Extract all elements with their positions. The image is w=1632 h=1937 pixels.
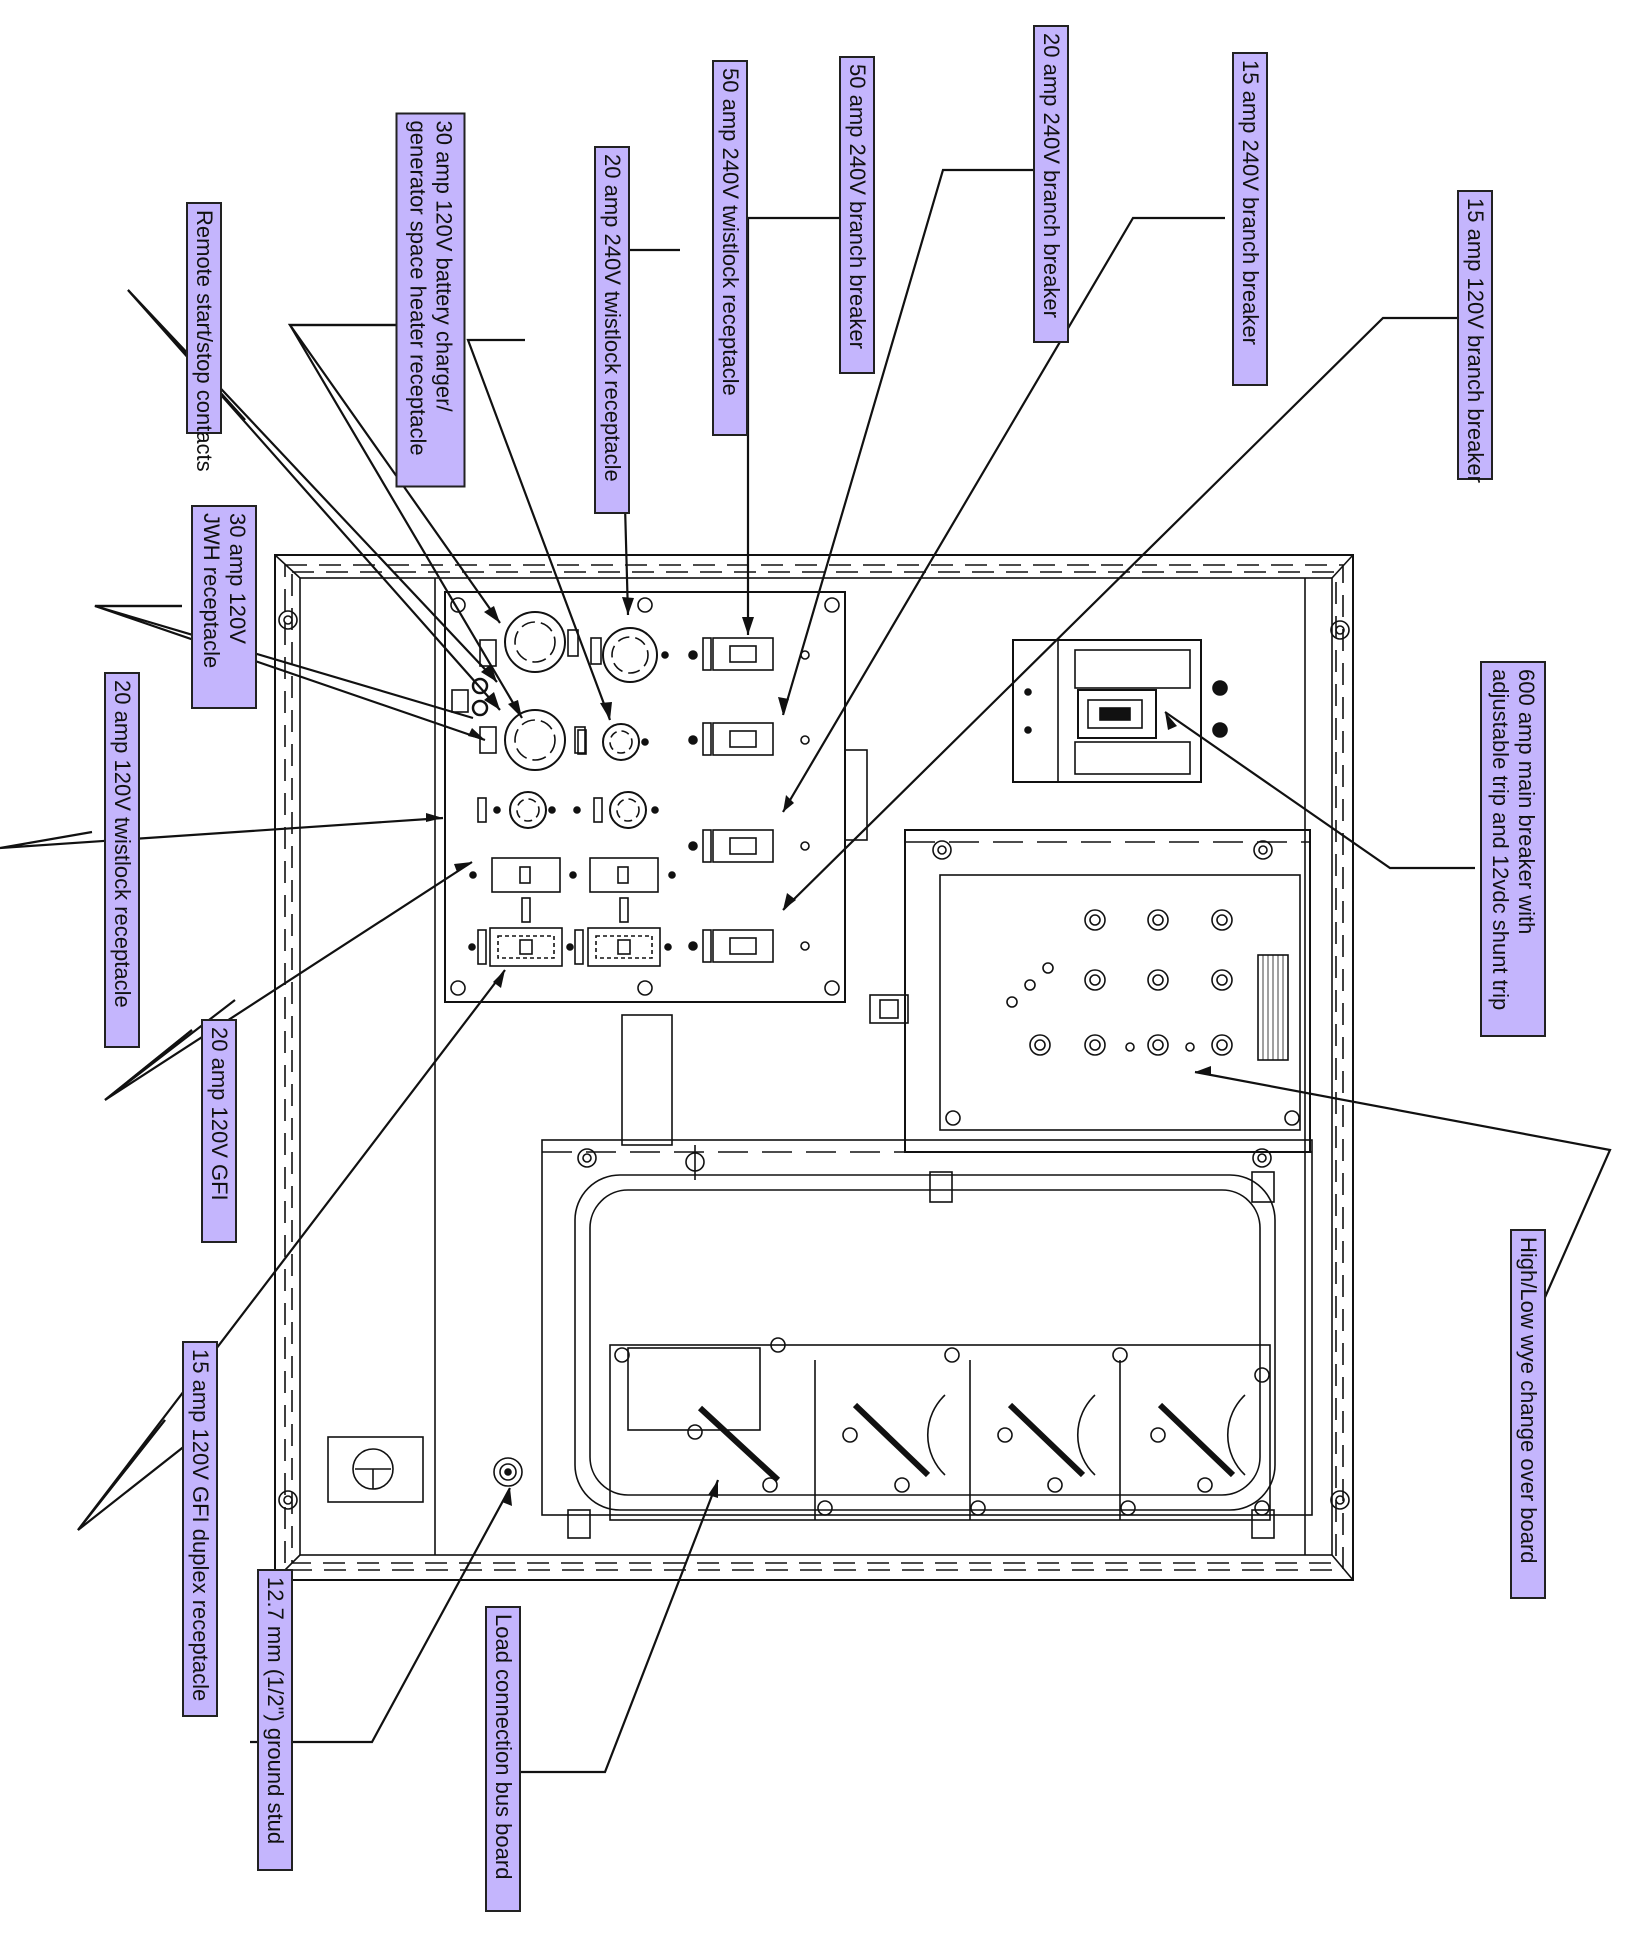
label-gfi-duplex-15-120: 15 amp 120V GFI duplex receptacle	[182, 1341, 218, 1717]
gfi-duplex	[468, 927, 672, 967]
label-line: generator space heater receptacle	[405, 120, 431, 456]
label-line: 30 amp 120V	[225, 513, 250, 644]
label-line: 50 amp 240V branch breaker	[845, 64, 870, 349]
label-line: 20 amp 240V twistlock receptacle	[600, 154, 625, 482]
label-breaker-15-120: 15 amp 120V branch breaker	[1457, 190, 1493, 483]
label-line: 15 amp 120V GFI duplex receptacle	[188, 1349, 213, 1702]
enclosure	[274, 554, 1354, 1581]
label-line: Remote start/stop contacts	[192, 210, 217, 472]
twistlock-20a-120-a	[477, 791, 556, 829]
label-line: 20 amp 120V twistlock receptacle	[110, 680, 135, 1008]
label-ground-stud: 12.7 mm (1/2") ground stud	[257, 1569, 293, 1871]
label-line: 20 amp 120V GFI	[207, 1027, 232, 1201]
twistlock-20a-120-b	[573, 791, 659, 829]
label-gfi-20-120: 20 amp 120V GFI	[201, 1019, 237, 1243]
main-breaker	[1012, 639, 1228, 783]
label-jwh-30-120: 30 amp 120V JWH receptacle	[191, 505, 257, 709]
branch-breakers	[688, 637, 810, 963]
label-battery-charger: 30 amp 120V battery charger/ generator s…	[395, 112, 466, 488]
receptacle-plate	[444, 591, 868, 1003]
label-breaker-15-240: 15 amp 240V branch breaker	[1232, 52, 1268, 386]
twistlock-50a	[590, 627, 669, 683]
label-twistlock-50-240: 50 amp 240V twistlock receptacle	[712, 60, 748, 436]
label-line: High/Low wye change over board	[1516, 1237, 1541, 1564]
gfi-switches	[469, 857, 676, 923]
label-line: 15 amp 240V branch breaker	[1238, 60, 1263, 345]
label-wye-board: High/Low wye change over board	[1510, 1229, 1546, 1599]
label-line: JWH receptacle	[199, 513, 224, 669]
label-line: 600 amp main breaker with	[1514, 669, 1539, 935]
label-line: 30 amp 120V battery charger/	[431, 120, 457, 412]
receptacle-30a-bottom	[479, 709, 586, 771]
wye-board	[869, 829, 1311, 1153]
label-line: 15 amp 120V branch breaker	[1463, 198, 1488, 483]
leader-lines	[0, 168, 1612, 1774]
label-twistlock-20-120: 20 amp 120V twistlock receptacle	[104, 672, 140, 1048]
label-line: 12.7 mm (1/2") ground stud	[263, 1577, 288, 1845]
label-main-breaker: 600 amp main breaker with adjustable tri…	[1480, 661, 1546, 1037]
label-line: 20 amp 240V branch breaker	[1039, 33, 1064, 318]
twistlock-20a-240	[577, 723, 649, 761]
label-remote-start: Remote start/stop contacts	[186, 202, 222, 472]
arrowheads	[426, 597, 1211, 1506]
conduit	[621, 1014, 673, 1146]
ground-symbol	[327, 1436, 424, 1503]
receptacle-30a-top	[479, 611, 579, 673]
label-line: 50 amp 240V twistlock receptacle	[718, 68, 743, 396]
label-breaker-50-240: 50 amp 240V branch breaker	[839, 56, 875, 374]
remote-contacts	[451, 677, 489, 717]
label-breaker-20-240: 20 amp 240V branch breaker	[1033, 25, 1069, 343]
load-bus-area	[541, 1139, 1313, 1539]
label-twistlock-20-240: 20 amp 240V twistlock receptacle	[594, 146, 630, 514]
label-line: Load connection bus board	[491, 1614, 516, 1880]
label-load-bus: Load connection bus board	[485, 1606, 521, 1912]
label-line: adjustable trip and 12vdc shunt trip	[1488, 669, 1513, 1011]
ground-stud	[493, 1457, 523, 1487]
